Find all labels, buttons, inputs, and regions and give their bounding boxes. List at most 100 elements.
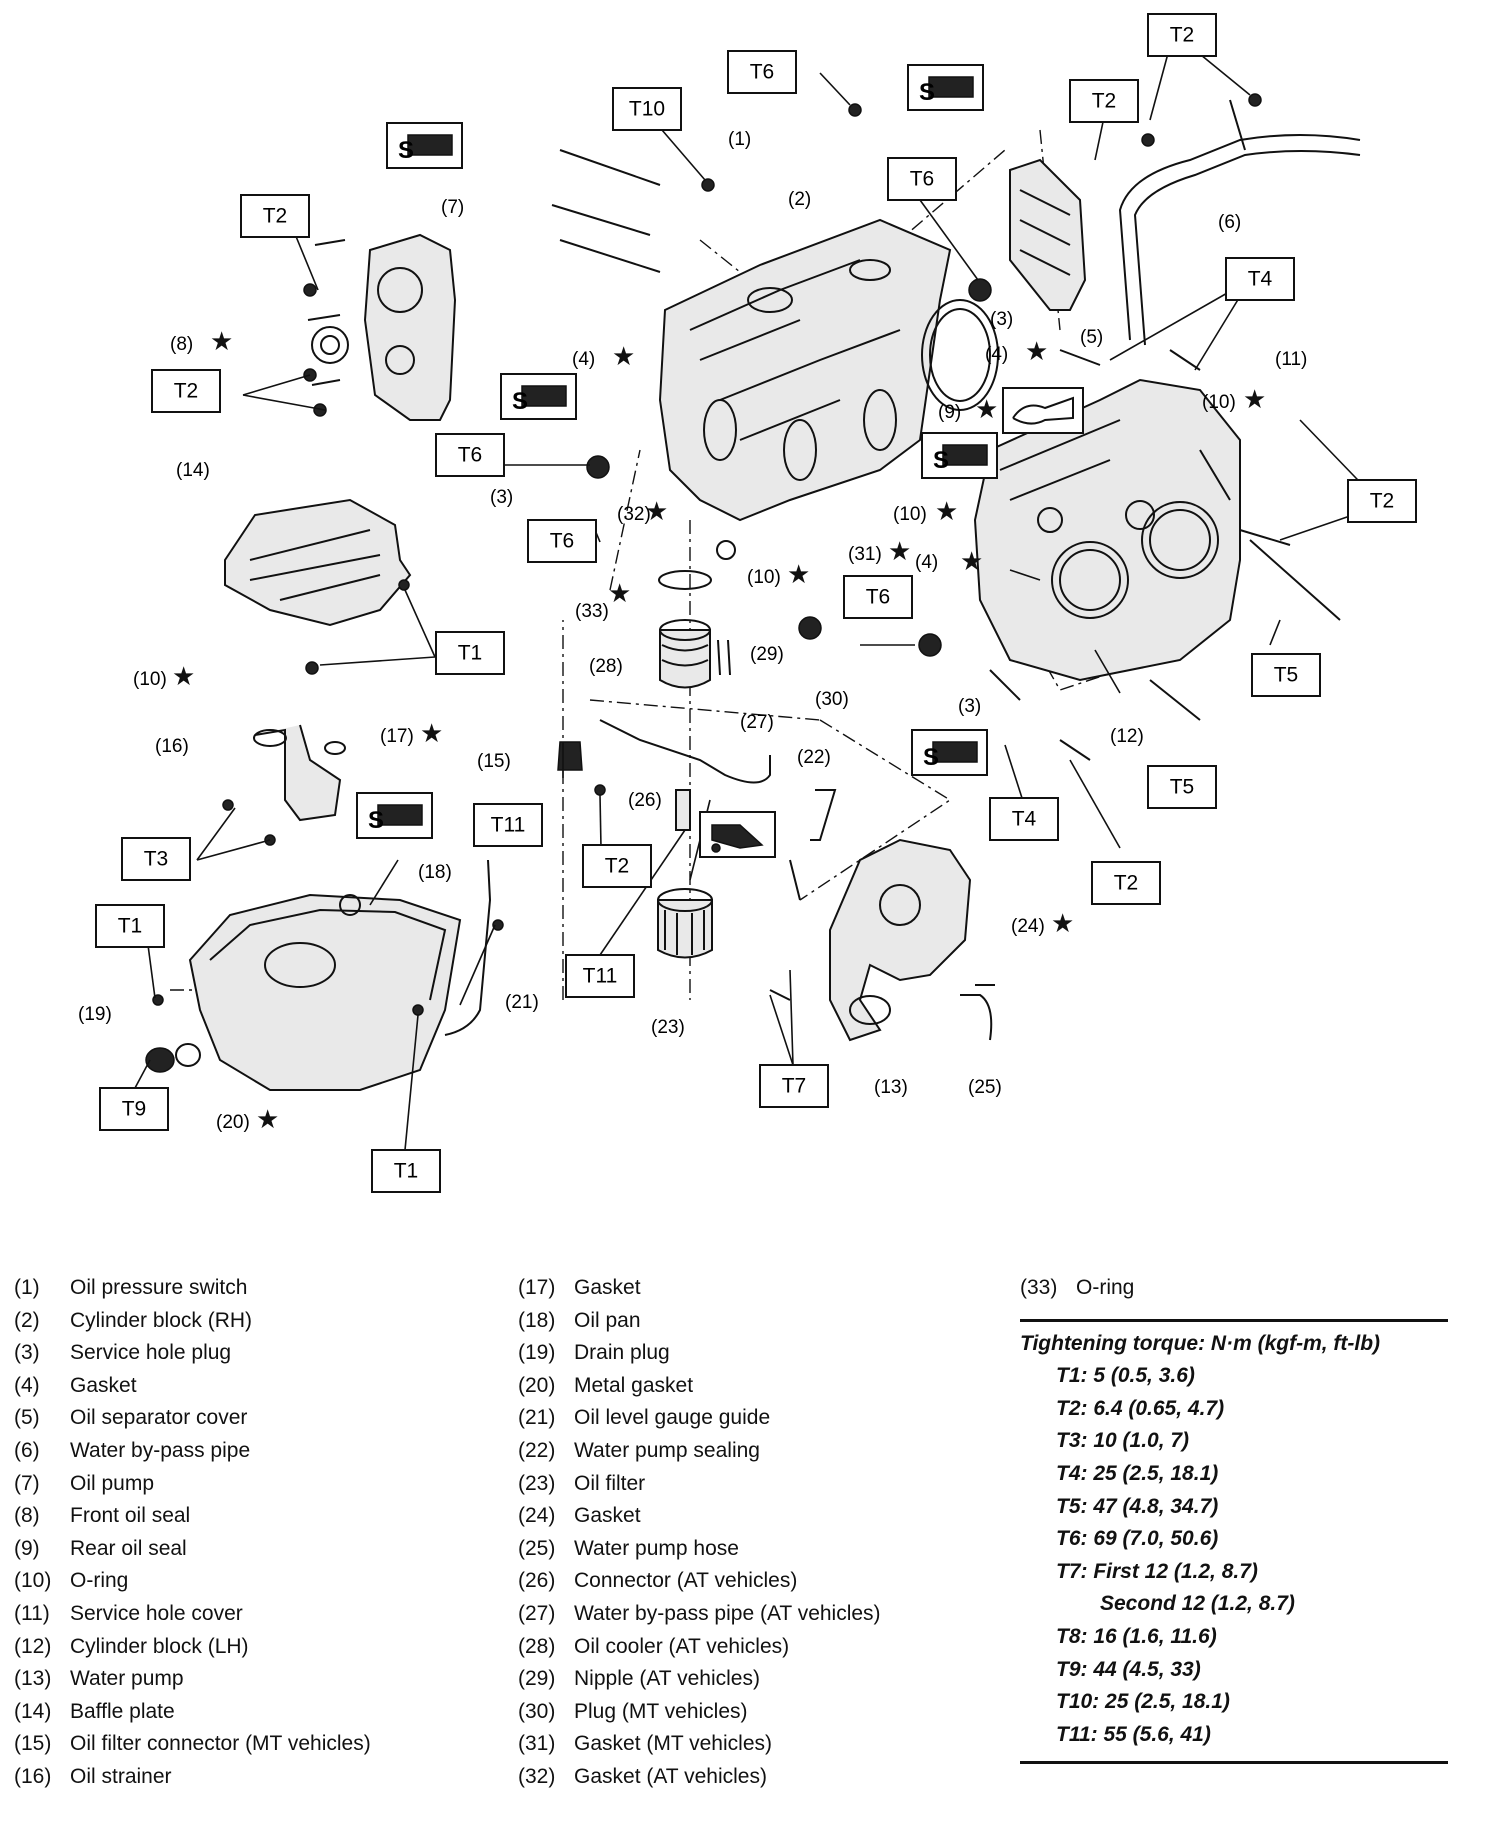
callout-10: (10) xyxy=(747,567,781,588)
oil-filter-part xyxy=(657,888,713,959)
legend-item: (22) Water pump sealing xyxy=(518,1435,881,1468)
legend-item: (14)Baffle plate xyxy=(14,1696,371,1729)
svg-text:T2: T2 xyxy=(1092,90,1117,113)
callout-13: (13) xyxy=(874,1077,908,1098)
callout-22: (22) xyxy=(797,747,831,768)
legend-item: (29)Nipple (AT vehicles) xyxy=(518,1663,881,1696)
legend-item-name: Water pump sealing xyxy=(574,1438,760,1462)
callout-24: (24) xyxy=(1011,916,1045,937)
legend-item-number: (10) xyxy=(14,1569,52,1593)
callout-3: (3) xyxy=(990,309,1013,330)
callout-28: (28) xyxy=(589,656,623,677)
callout-26: (26) xyxy=(628,790,662,811)
legend-item: (20) Metal gasket xyxy=(518,1370,881,1403)
legend-item-number: (1) xyxy=(14,1276,40,1299)
legend-item-name: Cylinder block (RH) xyxy=(70,1308,253,1332)
torque-spec-row: T4: 25 (2.5, 18.1) xyxy=(1056,1461,1219,1485)
legend-item-number: (28) xyxy=(518,1634,556,1658)
callout-10: (10) xyxy=(133,669,167,690)
legend-item-number: (26) xyxy=(518,1569,556,1593)
legend-item-name: Nipple (AT vehicles) xyxy=(574,1667,760,1691)
bolts xyxy=(152,93,1341,1016)
legend-item-name: Oil level gauge guide xyxy=(574,1406,771,1430)
legend-item: (2)Cylinder block (RH) xyxy=(14,1305,371,1338)
torque-box-t5: T5 xyxy=(1251,653,1321,697)
callout-15: (15) xyxy=(477,751,511,772)
legend-item-number: (32) xyxy=(518,1764,556,1788)
callout-8: (8) xyxy=(170,334,193,355)
torque-spec-row: T6: 69 (7.0, 50.6) xyxy=(1056,1527,1219,1551)
legend-item-number: (31) xyxy=(518,1732,556,1756)
rear-oil-seal-part xyxy=(921,299,999,411)
legend-item-number: (11) xyxy=(14,1601,50,1625)
legend-item-name: Water pump hose xyxy=(574,1536,739,1560)
torque-table-top-rule xyxy=(1020,1318,1448,1322)
oil-level-gauge-guide-part xyxy=(444,859,492,1036)
legend-item-number: (25) xyxy=(518,1536,556,1560)
water-bypass-pipe-at-part xyxy=(599,719,771,784)
callout-12: (12) xyxy=(1110,726,1144,747)
torque-spec-row: T3: 10 (1.0, 7) xyxy=(1056,1429,1190,1453)
legend-item-number: (22) xyxy=(518,1438,556,1462)
torque-box-t6: T6 xyxy=(727,50,797,94)
callout-3: (3) xyxy=(490,487,513,508)
legend-item: (23)Oil filter xyxy=(518,1468,881,1501)
svg-text:T1: T1 xyxy=(458,642,483,665)
star-icon: ★ xyxy=(645,496,668,526)
legend-item-number: (17) xyxy=(518,1276,556,1299)
star-icon: ★ xyxy=(1025,336,1048,366)
sealant-icon: S xyxy=(921,432,998,479)
svg-text:S: S xyxy=(919,79,935,106)
legend-item-name: Plug (MT vehicles) xyxy=(574,1699,748,1723)
torque-table-title: Tightening torque: N·m (kgf-m, ft-lb) xyxy=(1020,1331,1381,1355)
sealant-icon: S xyxy=(356,792,433,839)
torque-box-t2: T2 xyxy=(582,844,652,888)
legend-item-name: O-ring xyxy=(70,1569,129,1593)
legend-item-number: (20) xyxy=(518,1373,556,1397)
torque-box-t3: T3 xyxy=(121,837,191,881)
callout-10: (10) xyxy=(893,504,927,525)
legend-item-name: Metal gasket xyxy=(574,1373,694,1397)
callout-11: (11) xyxy=(1275,349,1307,370)
svg-text:T1: T1 xyxy=(394,1160,419,1183)
star-icon: ★ xyxy=(210,326,233,356)
svg-text:T1: T1 xyxy=(118,915,143,938)
legend-item-number: (16) xyxy=(14,1764,52,1788)
svg-text:T7: T7 xyxy=(782,1075,807,1098)
svg-text:T4: T4 xyxy=(1248,268,1273,291)
legend-item: (31)Gasket (MT vehicles) xyxy=(518,1728,881,1761)
legend-item-number: (24) xyxy=(518,1504,556,1528)
legend-item-number: (13) xyxy=(14,1667,52,1691)
legend-item: (10) O-ring xyxy=(14,1565,371,1598)
svg-text:T11: T11 xyxy=(491,814,526,837)
torque-table-bottom-rule xyxy=(1020,1761,1448,1765)
legend-item-number: (5) xyxy=(14,1406,40,1430)
svg-text:S: S xyxy=(923,744,939,771)
legend-item: (30)Plug (MT vehicles) xyxy=(518,1696,881,1729)
svg-text:T6: T6 xyxy=(750,61,775,84)
legend-item: (7)Oil pump xyxy=(14,1468,371,1501)
callout-20: (20) xyxy=(216,1112,250,1133)
legend-item: (18)Oil pan xyxy=(518,1305,881,1338)
callout-29: (29) xyxy=(750,644,784,665)
legend-item-name: Gasket xyxy=(574,1276,641,1299)
svg-text:S: S xyxy=(512,388,528,415)
torque-box-t6: T6 xyxy=(887,157,957,201)
torque-box-t2: T2 xyxy=(151,369,221,413)
legend-item-number: (18) xyxy=(518,1308,556,1332)
svg-text:T4: T4 xyxy=(1012,808,1037,831)
callout-5: (5) xyxy=(1080,327,1103,348)
legend-item-name: Service hole cover xyxy=(70,1601,243,1625)
svg-text:T2: T2 xyxy=(1114,872,1139,895)
sealant-icon: S xyxy=(907,64,984,111)
torque-spec-row: T7: First 12 (1.2, 8.7) xyxy=(1056,1559,1258,1583)
star-icon: ★ xyxy=(787,559,810,589)
callout-6: (6) xyxy=(1218,212,1241,233)
callout-2: (2) xyxy=(788,189,811,210)
svg-text:T5: T5 xyxy=(1274,664,1299,687)
part-callouts: (1) (2) (3) (3) (3) (4) (4) (4) (5) (6) … xyxy=(78,129,1307,1133)
callout-21: (21) xyxy=(505,992,539,1013)
callout-4: (4) xyxy=(985,344,1008,365)
legend-item-name: Front oil seal xyxy=(70,1504,191,1528)
parts-legend-column-1: (1)Oil pressure switch(2)Cylinder block … xyxy=(14,1272,371,1794)
